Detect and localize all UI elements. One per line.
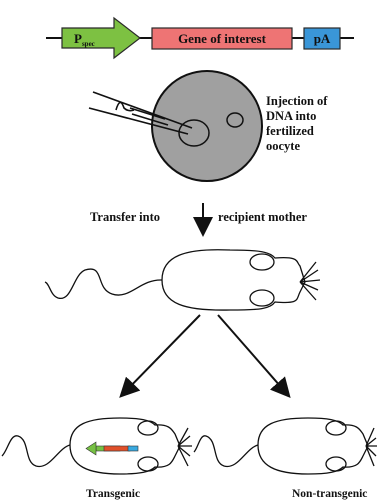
- mother-mouse: [45, 250, 320, 310]
- arrow-to-non-transgenic: [218, 315, 288, 395]
- non-transgenic-mouse-ear-top: [326, 421, 346, 435]
- injection-label-line: Injection of: [266, 94, 376, 109]
- transfer-label-right: recipient mother: [218, 210, 307, 225]
- transfer-label-left: Transfer into: [90, 210, 160, 225]
- transgene-marker: [86, 442, 138, 455]
- non-transgenic-label: Non-transgenic: [292, 487, 367, 502]
- transgenic-mouse-ear-top: [138, 421, 158, 435]
- non-transgenic-mouse-whiskers: [366, 428, 377, 466]
- injection-label: Injection of DNA into fertilized oocyte: [266, 94, 376, 154]
- non-transgenic-mouse-tail: [194, 436, 258, 467]
- injection-label-line: oocyte: [266, 139, 376, 154]
- mother-mouse-whiskers: [300, 262, 320, 300]
- arrow-to-transgenic: [122, 315, 200, 395]
- transgenic-mouse-ear-bottom: [138, 457, 158, 471]
- polya-label: pA: [314, 31, 331, 46]
- non-transgenic-mouse-ear-bottom: [326, 457, 346, 471]
- mother-mouse-ear-bottom: [250, 290, 274, 306]
- transgenic-mouse-whiskers: [178, 428, 192, 466]
- non-transgenic-mouse: [194, 418, 377, 474]
- transgene-marker-gene: [104, 446, 130, 451]
- oocyte-injection: [89, 71, 262, 181]
- transgenic-label: Transgenic: [86, 487, 140, 502]
- non-transgenic-mouse-body: [258, 418, 368, 474]
- mother-mouse-tail: [45, 269, 162, 298]
- pronucleus-right: [227, 113, 243, 127]
- dna-construct: Pspec Gene of interest pA: [46, 18, 354, 58]
- mother-mouse-body: [162, 250, 305, 310]
- mother-mouse-ear-top: [250, 254, 274, 270]
- injection-label-line: fertilized: [266, 124, 376, 139]
- gene-label: Gene of interest: [178, 31, 267, 46]
- transgenic-mouse-tail: [2, 436, 70, 467]
- transgene-marker-polya: [128, 446, 138, 451]
- transgene-marker-arrowhead: [86, 442, 96, 455]
- injection-label-line: DNA into: [266, 109, 376, 124]
